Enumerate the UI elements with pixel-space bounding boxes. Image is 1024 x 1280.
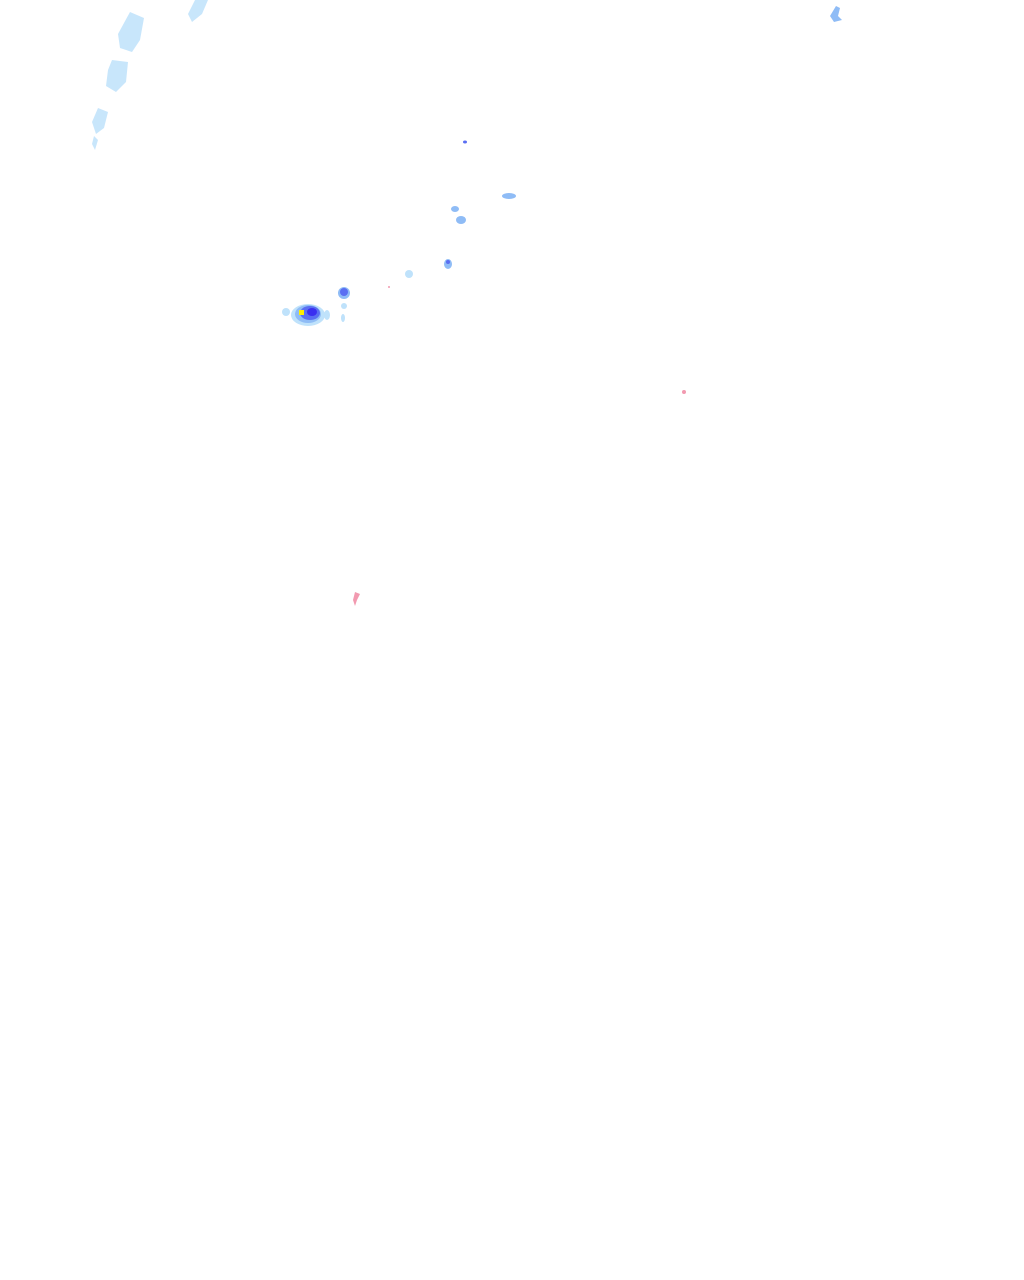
rain-cell-northeast: [830, 6, 842, 22]
mixed-precip-specks: [353, 286, 686, 606]
storm-cell-main: [282, 287, 350, 326]
rain-cells-scattered: [405, 140, 516, 278]
rain-band-northwest: [92, 0, 208, 150]
